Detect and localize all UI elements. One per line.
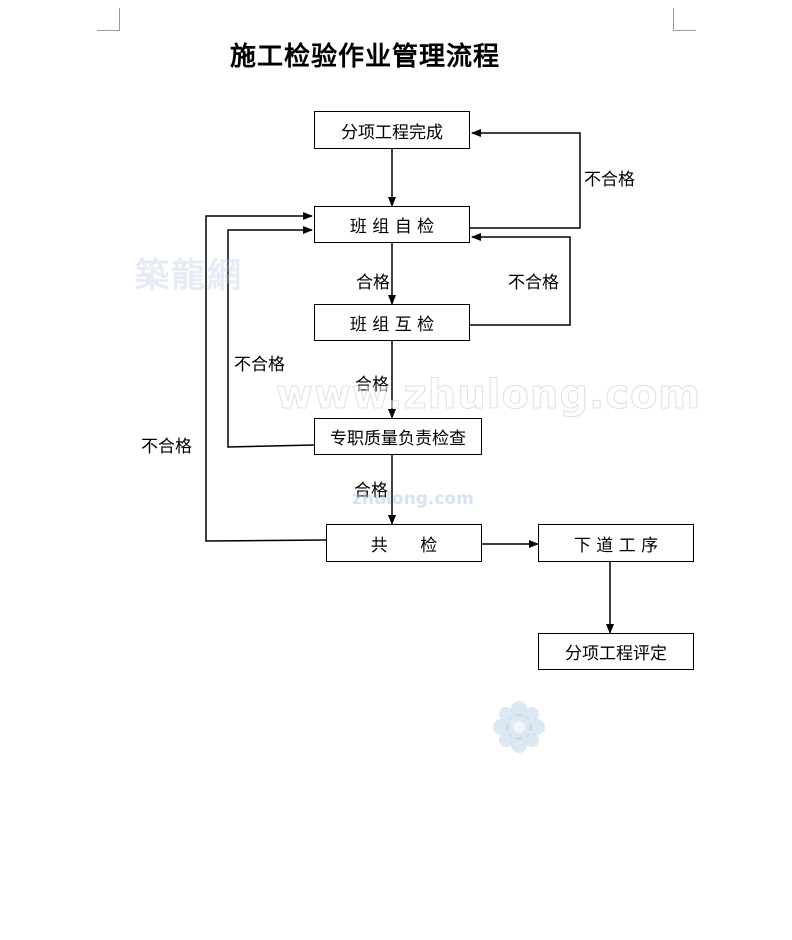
label-qualified-zijian: 合格 bbox=[356, 273, 390, 293]
node-banzu-zijian: 班 组 自 检 bbox=[314, 206, 470, 243]
label-not-qualified-zijian: 不合格 bbox=[584, 170, 635, 190]
page-corner-mark-top-right bbox=[673, 8, 696, 31]
label-qualified-zhuanzhi: 合格 bbox=[354, 481, 388, 501]
edge-hujian-fail-loop bbox=[470, 233, 571, 326]
label-not-qualified-gongjian: 不合格 bbox=[141, 437, 192, 457]
page-corner-mark-top-left bbox=[97, 8, 120, 31]
edge-zijian-fail-loop bbox=[470, 129, 581, 229]
node-fenxiang-gongcheng-pingding: 分项工程评定 bbox=[538, 633, 694, 670]
node-banzu-hujian: 班 组 互 检 bbox=[314, 304, 470, 341]
label-qualified-hujian: 合格 bbox=[355, 375, 389, 395]
node-xia-dao-gongxu: 下 道 工 序 bbox=[538, 524, 694, 562]
edge-zhuanzhi-fail-loop bbox=[227, 226, 315, 448]
node-gongjian: 共 检 bbox=[326, 524, 482, 562]
label-not-qualified-zhuanzhi: 不合格 bbox=[234, 355, 285, 375]
page-title: 施工检验作业管理流程 bbox=[230, 42, 501, 72]
watermark-emblem-icon bbox=[493, 701, 545, 753]
node-zhuanzhi-zhiliang-jiancha: 专职质量负责检查 bbox=[314, 418, 482, 455]
label-not-qualified-hujian: 不合格 bbox=[508, 273, 559, 293]
node-fenxiang-gongcheng-wancheng: 分项工程完成 bbox=[314, 111, 470, 149]
edge-gongjian-fail-loop bbox=[205, 212, 327, 542]
